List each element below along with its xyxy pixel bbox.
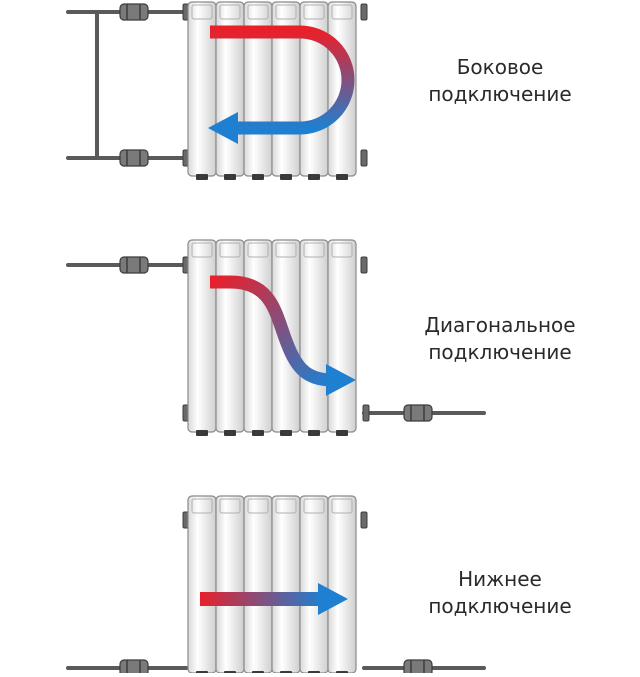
bottom-top-right-plug bbox=[360, 511, 368, 529]
bottom-caption-line1: Нижнее bbox=[458, 567, 542, 591]
side-flow-arrow-head bbox=[208, 112, 238, 144]
bottom-supply-valve-body bbox=[119, 659, 149, 677]
bottom-flow-arrow-head bbox=[318, 583, 348, 615]
radiator-diagonal-fin-foot-4 bbox=[280, 430, 292, 436]
radiator-side-fin-header-1 bbox=[191, 4, 213, 20]
radiator-diagonal-fin-foot-3 bbox=[252, 430, 264, 436]
radiator-diagonal-fin-foot-6 bbox=[336, 430, 348, 436]
radiator-bottom-fin-header-1 bbox=[191, 498, 213, 514]
side-flow-arrow-body bbox=[210, 25, 355, 135]
radiator-side-fin-foot-4 bbox=[280, 174, 292, 180]
bottom-return-valve-body bbox=[403, 659, 433, 677]
radiator-bottom-fin-header-3 bbox=[247, 498, 269, 514]
radiator-diagonal bbox=[187, 239, 357, 436]
bottom-caption-line2: подключение bbox=[428, 594, 572, 618]
radiator-diagonal-fin-3 bbox=[243, 239, 273, 433]
radiator-side-fin-foot-3 bbox=[252, 174, 264, 180]
radiator-diagonal-fin-header-2 bbox=[219, 242, 241, 258]
radiator-bottom-fin-header-6 bbox=[331, 498, 353, 514]
diagonal-return-valve-body bbox=[403, 404, 433, 422]
diagonal-flow-arrow-head bbox=[326, 364, 356, 396]
diagonal-return-coupling bbox=[362, 404, 370, 422]
radiator-bottom-fin-2 bbox=[215, 495, 245, 674]
bottom-connection-caption: Нижнее подключение bbox=[400, 566, 600, 620]
radiator-diagonal-fin-6 bbox=[327, 239, 357, 433]
side-bottom-plug bbox=[360, 149, 368, 167]
radiator-side-fin-header-6 bbox=[331, 4, 353, 20]
bottom-flow-arrow-body bbox=[200, 592, 322, 606]
radiator-side-fin-foot-1 bbox=[196, 174, 208, 180]
side-caption-line2: подключение bbox=[428, 82, 572, 106]
radiator-diagonal-fin-1 bbox=[187, 239, 217, 433]
radiator-bottom-fin-5 bbox=[299, 495, 329, 674]
side-supply-valve bbox=[119, 3, 149, 21]
radiator-bottom-fin-header-5 bbox=[303, 498, 325, 514]
bottom-supply-valve bbox=[119, 659, 149, 677]
side-caption-line1: Боковое bbox=[456, 55, 544, 79]
radiators-layer bbox=[187, 1, 357, 677]
side-top-plug bbox=[360, 3, 368, 21]
radiator-bottom-fin-1 bbox=[187, 495, 217, 674]
radiator-bottom-fin-4 bbox=[271, 495, 301, 674]
radiator-side-fin-foot-2 bbox=[224, 174, 236, 180]
radiator-bottom-fin-3 bbox=[243, 495, 273, 674]
side-return-valve-body bbox=[119, 149, 149, 167]
diagonal-supply-valve-body bbox=[119, 256, 149, 274]
radiator-side-fin-header-3 bbox=[247, 4, 269, 20]
diagonal-return-valve bbox=[403, 404, 433, 422]
radiator-diagonal-fin-5 bbox=[299, 239, 329, 433]
radiator-side-fin-header-2 bbox=[219, 4, 241, 20]
radiator-diagonal-fin-header-4 bbox=[275, 242, 297, 258]
diagonal-caption-line2: подключение bbox=[428, 340, 572, 364]
radiator-diagonal-fin-foot-1 bbox=[196, 430, 208, 436]
radiator-bottom-fin-header-4 bbox=[275, 498, 297, 514]
radiator-diagonal-fin-foot-5 bbox=[308, 430, 320, 436]
radiator-diagonal-fin-header-1 bbox=[191, 242, 213, 258]
bottom-return-valve bbox=[403, 659, 433, 677]
radiator-side-fin-foot-6 bbox=[336, 174, 348, 180]
radiator-diagonal-fin-foot-2 bbox=[224, 430, 236, 436]
radiator-side-fin-foot-5 bbox=[308, 174, 320, 180]
side-connection-caption: Боковое подключение bbox=[400, 54, 600, 108]
diagonal-connection-caption: Диагональное подключение bbox=[400, 312, 600, 366]
diagonal-supply-valve bbox=[119, 256, 149, 274]
radiator-side-fin-header-5 bbox=[303, 4, 325, 20]
diagonal-flow-arrow-body bbox=[210, 275, 333, 387]
radiator-diagonal-fin-header-6 bbox=[331, 242, 353, 258]
radiator-diagonal-fin-header-3 bbox=[247, 242, 269, 258]
diagonal-caption-line1: Диагональное bbox=[424, 313, 576, 337]
radiator-side-fin-header-4 bbox=[275, 4, 297, 20]
side-return-valve bbox=[119, 149, 149, 167]
radiator-diagonal-fin-header-5 bbox=[303, 242, 325, 258]
radiator-diagonal-fin-2 bbox=[215, 239, 245, 433]
radiator-bottom-fin-header-2 bbox=[219, 498, 241, 514]
radiator-bottom-fin-6 bbox=[327, 495, 357, 674]
arrows-layer bbox=[200, 25, 356, 615]
side-supply-valve-body bbox=[119, 3, 149, 21]
diagonal-top-plug bbox=[360, 256, 368, 274]
radiator-bottom bbox=[187, 495, 357, 677]
